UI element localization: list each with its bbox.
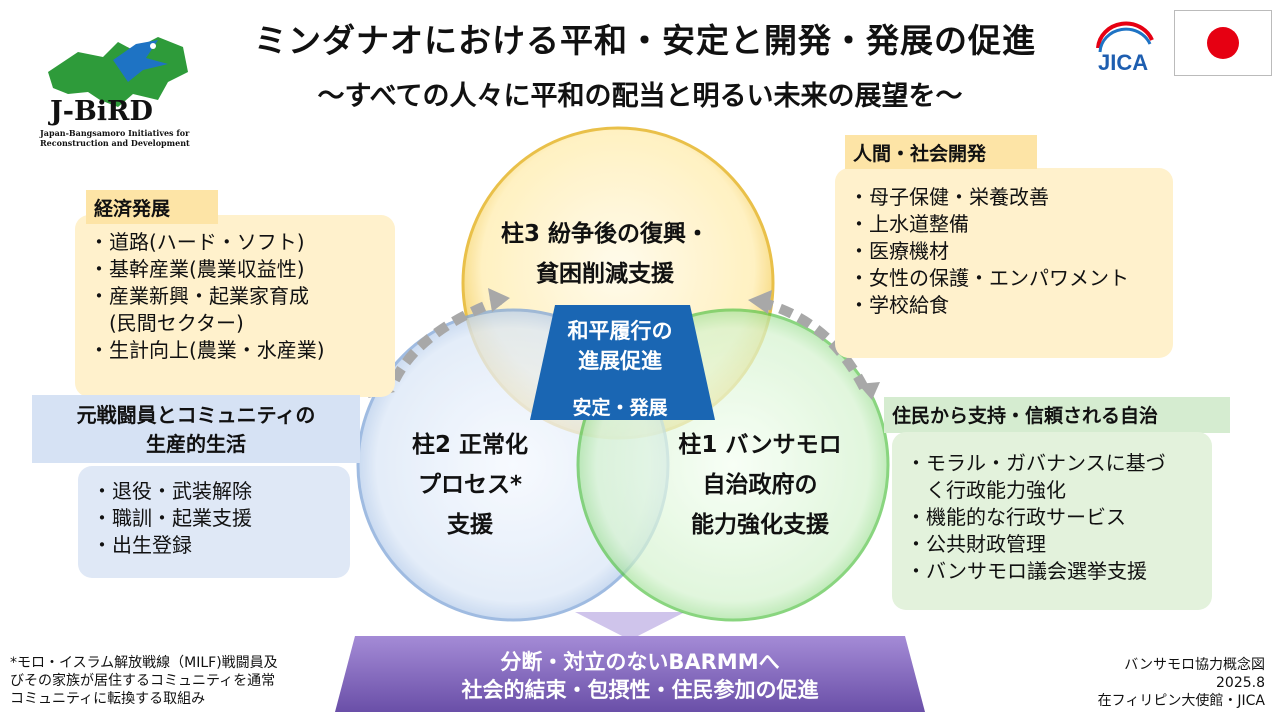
bottom-line: 社会的結束・包摂性・住民参加の促進 <box>461 678 819 702</box>
pillar3-line: 貧困削減支援 <box>536 261 674 287</box>
human-panel: ・母子保健・栄養改善 ・上水道整備 ・医療機材 ・女性の保護・エンパワメント ・… <box>835 168 1173 358</box>
center-line: 進展促進 <box>578 349 662 373</box>
bottom-banner-text: 分断・対立のないBARMMへ 社会的結束・包摂性・住民参加の促進 <box>360 648 920 704</box>
economic-item: ・基幹産業(農業収益性) <box>89 257 305 281</box>
jica-wordmark: JICA <box>1098 50 1148 75</box>
credit: バンサモロ協力概念図 2025.8 在フィリピン大使館・JICA <box>1020 656 1265 710</box>
pillar2-label: 柱2 正常化 プロセス* 支援 <box>370 425 570 545</box>
footnote-line: コミュニティに転換する取組み <box>10 691 206 707</box>
economic-item: ・道路(ハード・ソフト) <box>89 230 305 254</box>
credit-line: 2025.8 <box>1216 675 1265 691</box>
pillar2-line: 支援 <box>447 512 493 538</box>
governance-panel: ・モラル・ガバナンスに基づ く行政能力強化 ・機能的な行政サービス ・公共財政管… <box>892 432 1212 610</box>
economic-item: (民間セクター) <box>89 311 244 335</box>
economic-title: 経済発展 <box>86 190 218 224</box>
credit-line: 在フィリピン大使館・JICA <box>1097 693 1265 709</box>
credit-line: バンサモロ協力概念図 <box>1124 657 1265 673</box>
bottom-line: 分断・対立のないBARMMへ <box>500 650 780 674</box>
governance-item: ・機能的な行政サービス <box>906 505 1126 529</box>
page-subtitle: ～すべての人々に平和の配当と明るい未来の展望を～ <box>317 81 963 112</box>
footnote-line: *モロ・イスラム解放戦線（MILF)戦闘員及 <box>10 655 278 671</box>
bottom-banner <box>335 636 925 712</box>
economic-panel: ・道路(ハード・ソフト) ・基幹産業(農業収益性) ・産業新興・起業家育成 (民… <box>75 215 395 397</box>
human-title: 人間・社会開発 <box>845 135 1037 169</box>
page-title: ミンダナオにおける平和・安定と開発・発展の促進 <box>254 21 1036 60</box>
governance-item: ・モラル・ガバナンスに基づ <box>906 451 1166 475</box>
human-item: ・学校給食 <box>849 293 949 317</box>
jica-logo: JICA <box>1096 21 1154 75</box>
governance-item: く行政能力強化 <box>906 478 1066 502</box>
combatants-item: ・出生登録 <box>92 533 192 557</box>
pillar3-label: 柱3 紛争後の復興・ 貧困削減支援 <box>470 214 740 294</box>
pillar1-line: 自治政府の <box>702 472 818 498</box>
center-label: 和平履行の 進展促進 <box>530 316 710 376</box>
footnote: *モロ・イスラム解放戦線（MILF)戦闘員及びその家族が居住するコミュニティを通… <box>10 654 340 708</box>
center-line: 和平履行の <box>567 319 673 343</box>
combatants-panel: ・退役・武装解除 ・職訓・起業支援 ・出生登録 <box>78 466 350 578</box>
pillar1-line: 能力強化支援 <box>691 512 829 538</box>
governance-title: 住民から支持・信頼される自治 <box>884 397 1230 433</box>
combatants-item: ・退役・武装解除 <box>92 479 252 503</box>
human-item: ・女性の保護・エンパワメント <box>849 266 1129 290</box>
combatants-title: 元戦闘員とコミュニティの 生産的生活 <box>32 395 360 463</box>
center-sublabel: 安定・発展 <box>572 397 668 419</box>
jbird-logo <box>48 37 188 107</box>
economic-item: ・産業新興・起業家育成 <box>89 284 309 308</box>
footnote-line: びその家族が居住するコミュニティを通常 <box>10 673 276 689</box>
pillar2-line: 柱2 正常化 <box>411 432 528 458</box>
combatants-title-line: 生産的生活 <box>146 432 246 456</box>
governance-item: ・バンサモロ議会選挙支援 <box>906 559 1147 583</box>
pillar2-line: プロセス* <box>417 472 523 498</box>
right-cycle-arrow-icon <box>758 297 870 393</box>
pillar1-line: 柱1 バンサモロ <box>678 432 842 458</box>
flag-sun <box>1207 27 1239 59</box>
human-item: ・医療機材 <box>849 239 949 263</box>
human-item: ・母子保健・栄養改善 <box>849 185 1049 209</box>
pillar1-label: 柱1 バンサモロ 自治政府の 能力強化支援 <box>640 425 880 545</box>
pillar3-line: 柱3 紛争後の復興・ <box>500 221 709 247</box>
combatants-item: ・職訓・起業支援 <box>92 506 252 530</box>
left-cycle-arrow-icon <box>390 295 502 383</box>
human-item: ・上水道整備 <box>849 212 969 236</box>
japan-flag-icon <box>1174 10 1272 76</box>
jbird-wordmark: J-BiRD <box>50 96 153 127</box>
combatants-title-line: 元戦闘員とコミュニティの <box>76 403 316 427</box>
economic-item: ・生計向上(農業・水産業) <box>89 338 325 362</box>
center-trapezoid <box>530 305 715 420</box>
down-arrow-icon <box>575 612 685 640</box>
jbird-tagline: Japan-Bangsamoro Initiatives for Reconst… <box>40 128 190 148</box>
governance-item: ・公共財政管理 <box>906 532 1046 556</box>
